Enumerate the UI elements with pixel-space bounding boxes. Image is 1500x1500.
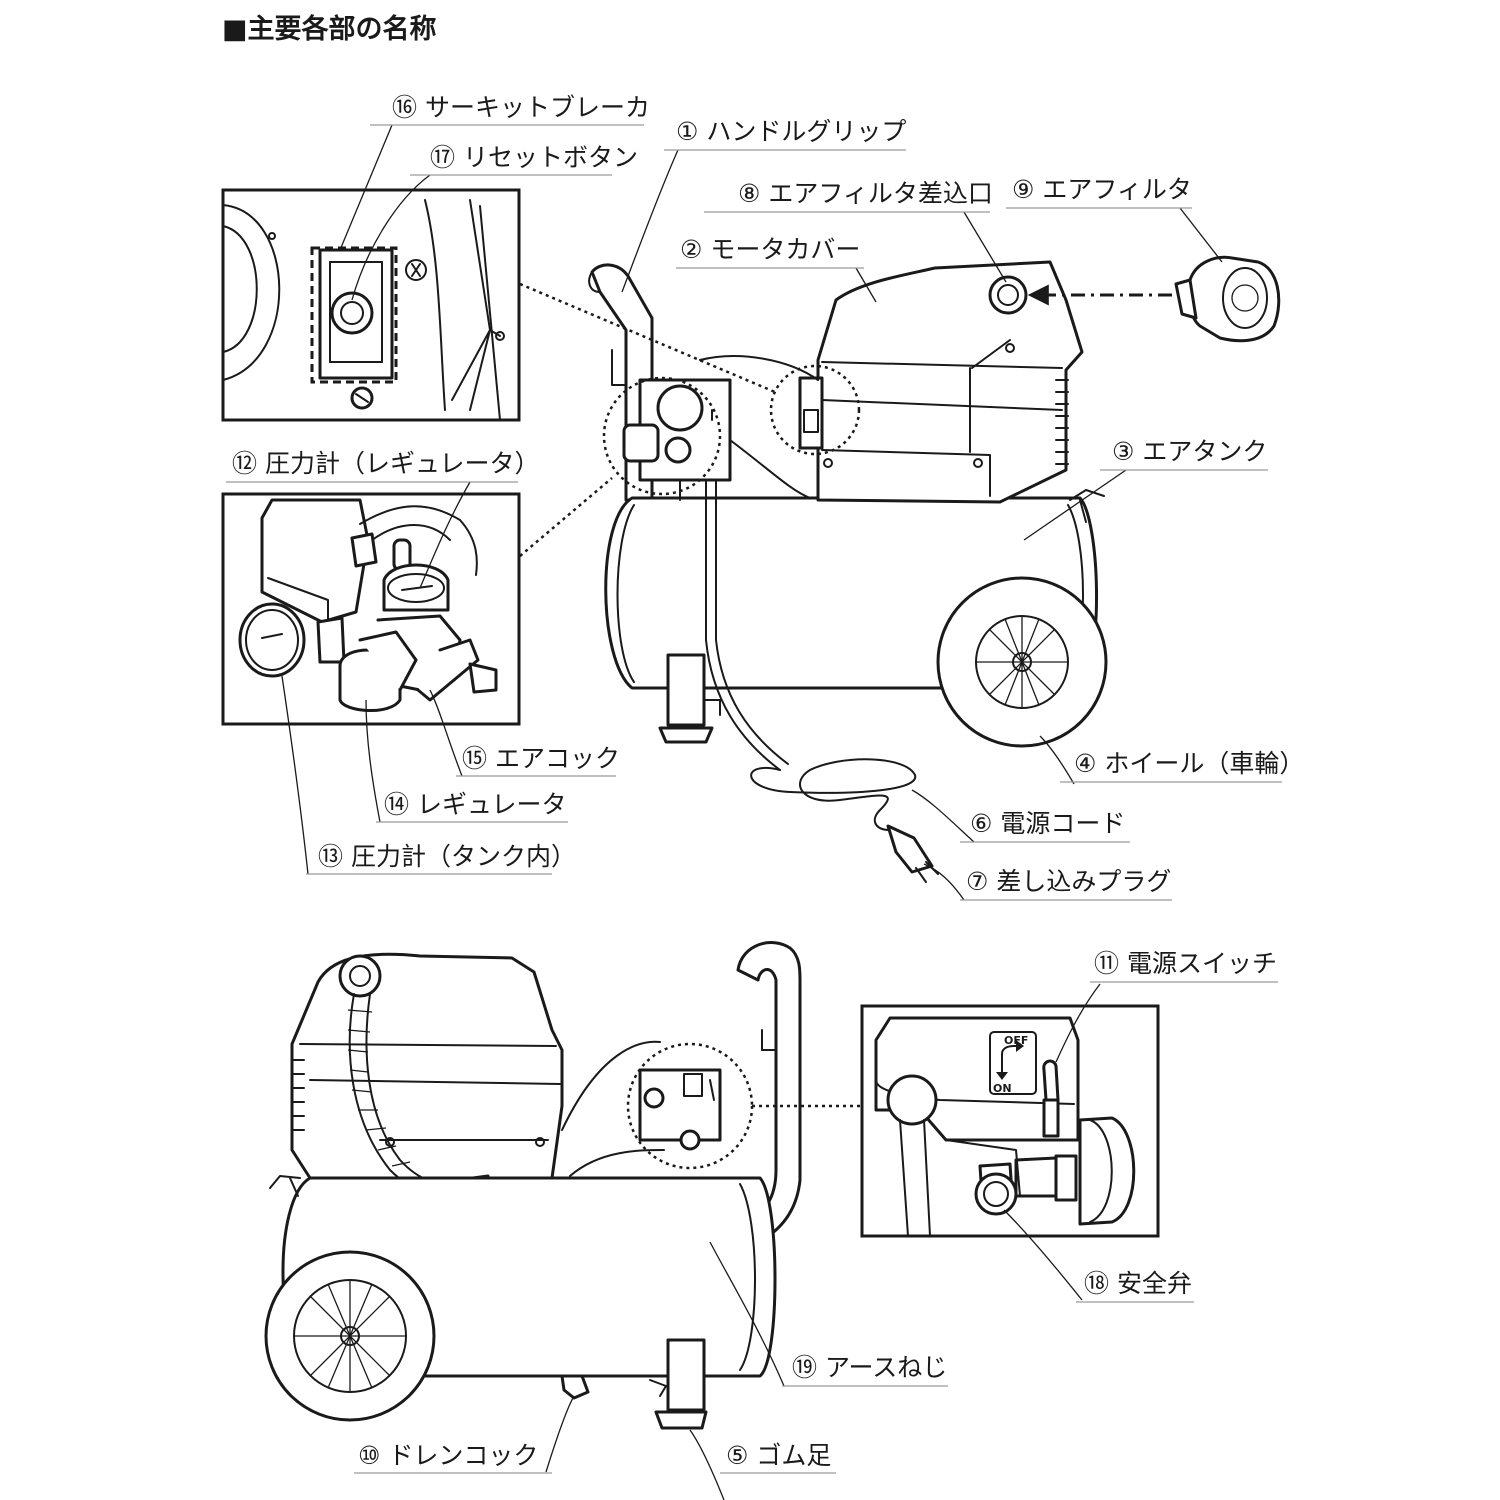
- power-switch-lever: [1042, 1059, 1060, 1102]
- label-part-6: ⑥ 電源コード: [970, 809, 1125, 838]
- part-labels: ⑯ サーキットブレーカ ⑰ リセットボタン ① ハンドルグリップ ⑧ エアフィル…: [226, 93, 1304, 1474]
- on-mark: ON: [993, 1082, 1012, 1095]
- label-part-4: ④ ホイール（車輪）: [1074, 749, 1304, 778]
- motor-cover-shape: [816, 260, 1084, 504]
- label-part-14: ⑭ レギュレータ: [384, 790, 566, 819]
- label-part-3: ③ エアタンク: [1112, 437, 1267, 466]
- inset-regulator: [221, 492, 521, 726]
- label-part-16: ⑯ サーキットブレーカ: [392, 93, 650, 122]
- plug-shape: [886, 824, 934, 874]
- label-part-12: ⑫ 圧力計（レギュレータ）: [232, 449, 539, 478]
- rubber-foot-shape: [666, 653, 706, 727]
- compressor-front-view: [519, 255, 1281, 883]
- label-part-18: ⑱ 安全弁: [1084, 1269, 1192, 1298]
- label-part-11: ⑪ 電源スイッチ: [1094, 949, 1277, 978]
- inset-power-switch: OFF ON: [860, 1004, 1160, 1238]
- zoom-circle-regulator: [602, 376, 722, 496]
- label-part-19: ⑲ アースねじ: [792, 1353, 947, 1382]
- inset-breaker: [221, 188, 521, 422]
- label-part-1: ① ハンドルグリップ: [676, 117, 906, 146]
- page-title: ■主要各部の名称: [222, 13, 437, 45]
- safety-valve-ring: [974, 1172, 1018, 1216]
- air-filter-icon: [1174, 255, 1281, 343]
- air-filter-port-shape: [988, 275, 1028, 315]
- compressor-rear-view: [264, 941, 860, 1430]
- label-part-9: ⑨ エアフィルタ: [1012, 175, 1192, 204]
- label-part-17: ⑰ リセットボタン: [430, 143, 638, 172]
- label-part-2: ② モータカバー: [680, 235, 860, 264]
- label-part-8: ⑧ エアフィルタ差込口: [738, 179, 993, 208]
- label-part-13: ⑬ 圧力計（タンク内）: [318, 842, 576, 871]
- label-part-5: ⑤ ゴム足: [726, 1441, 831, 1470]
- label-part-15: ⑮ エアコック: [462, 744, 620, 773]
- label-part-7: ⑦ 差し込みプラグ: [966, 867, 1171, 896]
- zoom-circle-breaker: [769, 364, 861, 456]
- off-mark: OFF: [1004, 1034, 1028, 1047]
- leader-lines: [281, 124, 1223, 1500]
- label-part-10: ⑩ ドレンコック: [358, 1441, 538, 1470]
